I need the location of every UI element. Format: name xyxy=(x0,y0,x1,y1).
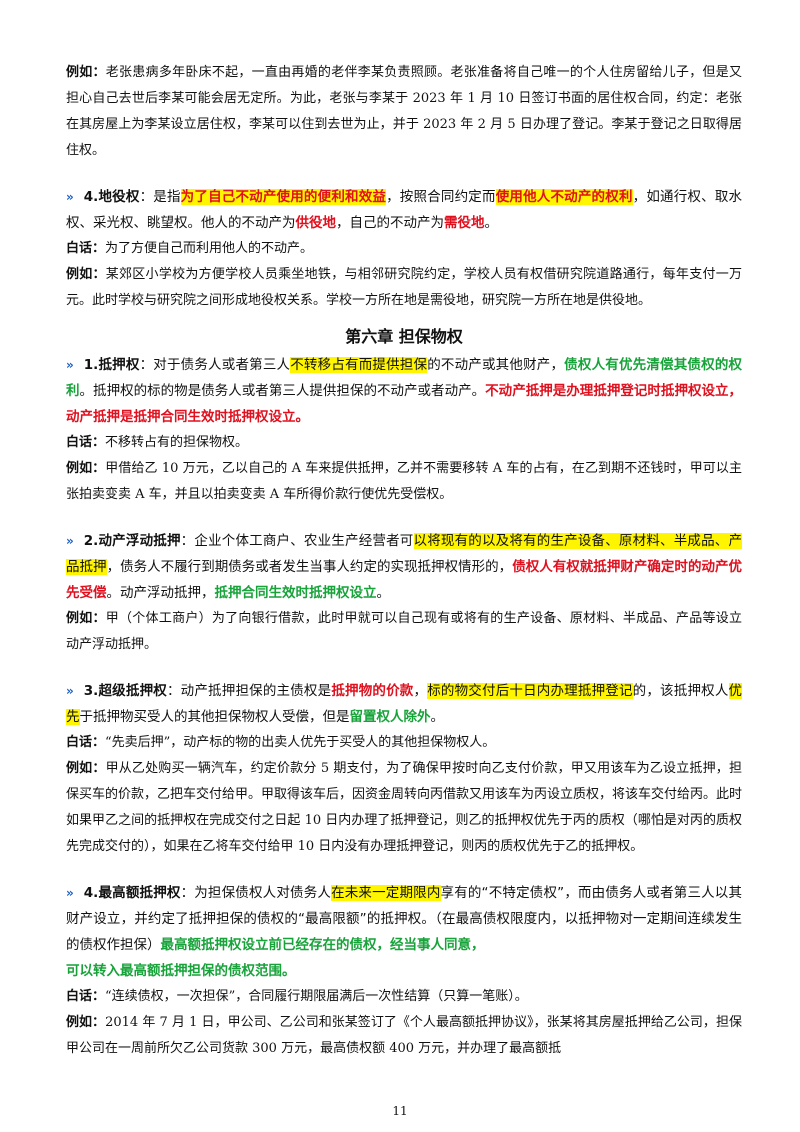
plain-language-label: 白话： xyxy=(66,241,106,256)
plain-language-label: 白话： xyxy=(66,989,106,1004)
double-chevron-icon: » xyxy=(66,886,74,900)
double-chevron-icon: » xyxy=(66,534,74,548)
plain-language-note: 白话：不移转占有的担保物权。 xyxy=(66,435,249,450)
example-label: 例如： xyxy=(66,611,106,626)
double-chevron-icon: » xyxy=(66,358,74,372)
term-floating-charge: »2.动产浮动抵押：企业个体工商户、农业生产经营者可以将现有的以及将有的生产设备… xyxy=(66,533,743,601)
example-label: 例如： xyxy=(66,1015,106,1030)
example-label: 例如： xyxy=(66,267,106,282)
example-paragraph: 例如：甲借给乙 10 万元，乙以自己的 A 车来提供抵押，乙并不需要移转 A 车… xyxy=(66,461,742,502)
example-label: 例如： xyxy=(66,461,106,476)
plain-language-note: 白话：“先卖后押”，动产标的物的出卖人优先于买受人的其他担保物权人。 xyxy=(66,735,496,750)
chapter-title: 第六章 担保物权 xyxy=(345,327,463,346)
page-number: 11 xyxy=(392,1104,408,1118)
document-page: 例如：老张患病多年卧床不起，一直由再婚的老伴李某负责照顾。老张准备将自己唯一的个… xyxy=(66,60,743,1062)
plain-language-note: 白话：“连续债权，一次担保”，合同履行期限届满后一次性结算（只算一笔账）。 xyxy=(66,989,528,1004)
plain-language-note: 白话：为了方便自己而利用他人的不动产。 xyxy=(66,241,314,256)
example-label: 例如： xyxy=(66,65,106,80)
example-paragraph: 例如：甲（个体工商户）为了向银行借款，此时甲就可以自己现有或将有的生产设备、原材… xyxy=(66,611,742,652)
term-mortgage: »1.抵押权：对于债务人或者第三人不转移占有而提供担保的不动产或其他财产，债权人… xyxy=(66,357,743,425)
example-label: 例如： xyxy=(66,761,106,776)
double-chevron-icon: » xyxy=(66,190,74,204)
example-paragraph: 例如：甲从乙处购买一辆汽车，约定价款分 5 期支付，为了确保甲按时向乙支付价款，… xyxy=(66,761,743,854)
double-chevron-icon: » xyxy=(66,684,74,698)
term-super-priority-mortgage: »3.超级抵押权：动产抵押担保的主债权是抵押物的价款，标的物交付后十日内办理抵押… xyxy=(66,683,743,725)
plain-language-label: 白话： xyxy=(66,435,106,450)
example-paragraph: 例如：老张患病多年卧床不起，一直由再婚的老伴李某负责照顾。老张准备将自己唯一的个… xyxy=(66,65,742,158)
plain-language-label: 白话： xyxy=(66,735,106,750)
term-continuation: 可以转入最高额抵押担保的债权范围。 xyxy=(66,963,296,979)
example-paragraph: 例如：2014 年 7 月 1 日，甲公司、乙公司和张某签订了《个人最高额抵押协… xyxy=(66,1015,742,1056)
example-paragraph: 例如：某郊区小学校为方便学校人员乘坐地铁，与相邻研究院约定，学校人员有权借研究院… xyxy=(66,267,742,308)
term-easement: »4.地役权：是指为了自己不动产使用的便利和效益，按照合同约定而使用他人不动产的… xyxy=(66,189,743,231)
term-maximum-amount-mortgage: »4.最高额抵押权：为担保债权人对债务人在未来一定期限内享有的“不特定债权”，而… xyxy=(66,885,742,953)
